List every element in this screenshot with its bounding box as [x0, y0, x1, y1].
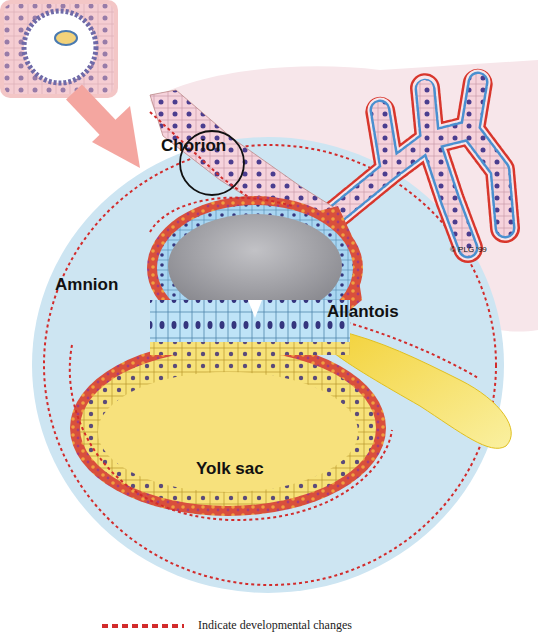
legend-swatch [100, 621, 186, 631]
primitive-streak [248, 300, 262, 318]
part-label: Amnion [55, 276, 118, 295]
epiblast [150, 300, 350, 342]
copyright-note: © PLG '99 [450, 246, 487, 255]
yolk-sac-mesoderm [70, 340, 386, 516]
change-outline [150, 198, 292, 232]
blastocyst [24, 11, 96, 83]
yolk-sac-wall [80, 350, 376, 506]
inset-embryo [55, 31, 77, 45]
legend-text: Indicate developmental changes [198, 618, 352, 633]
yolk-sac-cavity [98, 372, 358, 492]
zoom-arrow-head [92, 106, 140, 168]
villus-outline [335, 82, 505, 248]
part-label: Chorion [161, 137, 226, 156]
chorionic-cavity [32, 137, 504, 593]
villus-gap [335, 82, 505, 248]
change-outline [70, 345, 392, 520]
part-label: Allantois [327, 303, 399, 322]
hypoblast [150, 342, 350, 355]
dashed-line-sample [102, 624, 184, 628]
villus-core-outline [335, 82, 505, 248]
part-label: Yolk sac [196, 460, 264, 479]
allantois [330, 330, 511, 448]
zoom-arrow [74, 92, 112, 132]
chorionic-villi [335, 82, 505, 248]
villus-cells [335, 82, 505, 248]
change-outline [330, 318, 478, 378]
legend-item: Indicate developmental changes [100, 618, 352, 633]
inset-panel [0, 0, 118, 98]
inset-tissue [4, 4, 114, 94]
